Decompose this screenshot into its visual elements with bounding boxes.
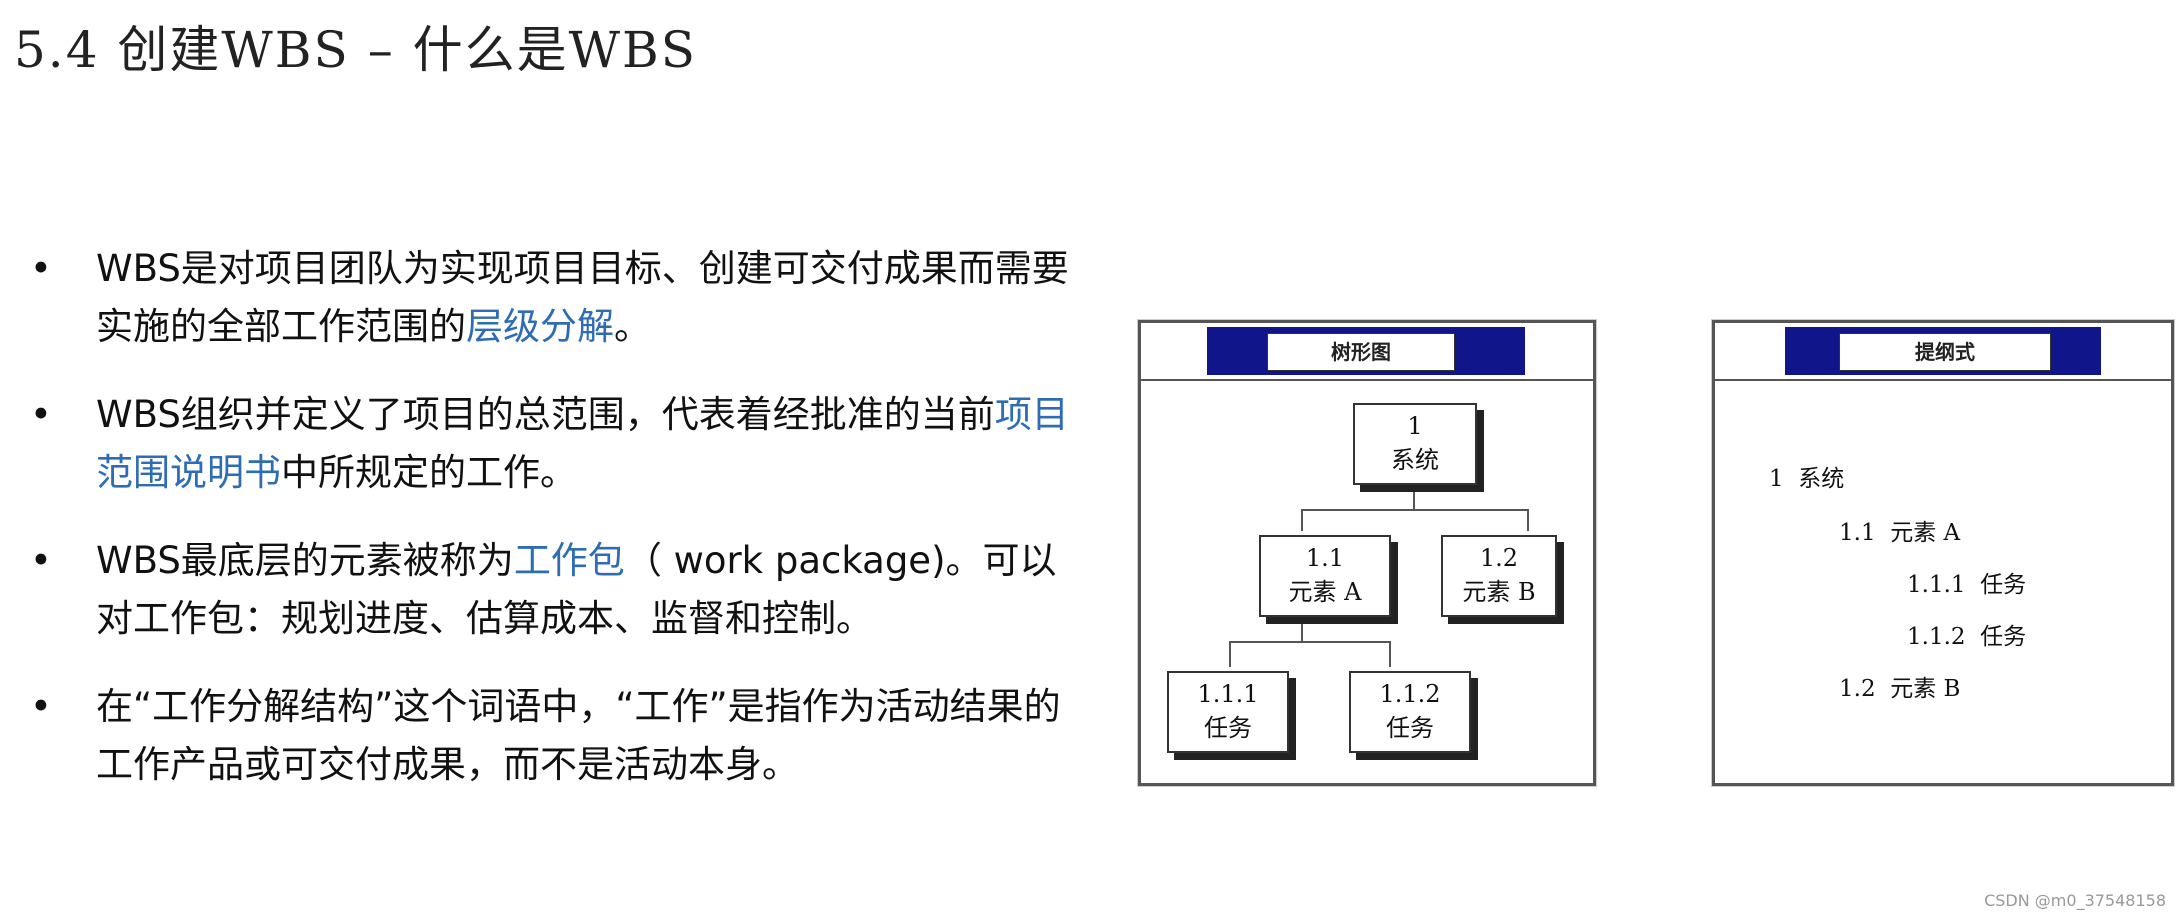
bullet-text-part: 。 (614, 305, 651, 348)
tree-node-task-1: 1.1.1 任务 (1167, 671, 1289, 753)
connector-line (1301, 509, 1303, 531)
node-number: 1.1.1 (1197, 680, 1259, 708)
outline-panel: 提纲式 1 系统 1.1 元素 A 1.1.1 任务 1.1.2 任务 1.2 … (1712, 320, 2174, 786)
slide-title: 5.4 创建WBS – 什么是WBS (14, 21, 697, 79)
bullet-list: • WBS是对项目团队为实现项目目标、创建可交付成果而需要实施的全部工作范围的层级… (30, 240, 1080, 824)
panel-header: 提纲式 (1715, 323, 2171, 381)
node-name: 元素 B (1462, 578, 1536, 606)
tree-node-root: 1 系统 (1353, 403, 1477, 485)
node-number: 1.2 (1479, 544, 1519, 572)
bullet-text: WBS是对项目团队为实现项目目标、创建可交付成果而需要实施的全部工作范围的层级分… (96, 247, 1069, 348)
bullet-item: • WBS组织并定义了项目的总范围，代表着经批准的当前项目范围说明书中所规定的工作… (30, 386, 1080, 502)
bullet-dot-icon: • (30, 685, 52, 728)
bullet-text-part: WBS最底层的元素被称为 (96, 539, 514, 582)
tree-node-element-a: 1.1 元素 A (1259, 535, 1391, 617)
bullet-text-part: 在“工作分解结构”这个词语中，“工作”是指作为活动结果的工作产品或可交付成果，而… (96, 685, 1061, 786)
outline-line: 1 系统 (1769, 466, 1845, 492)
bullet-text-part: 中所规定的工作。 (281, 451, 577, 494)
node-number: 1.1.2 (1379, 680, 1441, 708)
bullet-text-part: WBS是对项目团队为实现项目目标、创建可交付成果而需要实施的全部工作范围的 (96, 247, 1069, 348)
bullet-highlight: 层级分解 (466, 305, 614, 348)
panel-label: 树形图 (1267, 333, 1455, 371)
node-name: 任务 (1386, 714, 1434, 742)
connector-line (1229, 641, 1389, 643)
connector-line (1301, 509, 1527, 511)
outline-line: 1.1.2 任务 (1907, 624, 2027, 650)
bullet-highlight: 工作包 (513, 539, 625, 582)
tree-diagram-panel: 树形图 1 系统 1.1 元素 A 1.2 元素 B 1.1.1 任务 1.1.… (1138, 320, 1596, 786)
connector-line (1413, 485, 1415, 509)
panel-label: 提纲式 (1839, 333, 2051, 371)
bullet-item: • WBS最底层的元素被称为工作包（ work package)。可以对工作包：规… (30, 532, 1080, 648)
bullet-dot-icon: • (30, 393, 52, 436)
outline-line: 1.1.1 任务 (1907, 572, 2027, 598)
node-name: 元素 A (1288, 578, 1362, 606)
bullet-item: • 在“工作分解结构”这个词语中，“工作”是指作为活动结果的工作产品或可交付成果，… (30, 678, 1080, 794)
outline-line: 1.2 元素 B (1839, 676, 1961, 702)
bullet-text: 在“工作分解结构”这个词语中，“工作”是指作为活动结果的工作产品或可交付成果，而… (96, 685, 1061, 786)
node-number: 1 (1407, 412, 1423, 440)
bullet-dot-icon: • (30, 539, 52, 582)
bullet-text: WBS组织并定义了项目的总范围，代表着经批准的当前项目范围说明书中所规定的工作。 (96, 393, 1069, 494)
bullet-highlight: 项目范围说明书 (96, 393, 1069, 494)
bullet-text-part: WBS组织并定义了项目的总范围，代表着经批准的当前 (96, 393, 995, 436)
node-name: 系统 (1391, 446, 1439, 474)
tree-node-element-b: 1.2 元素 B (1441, 535, 1557, 617)
panel-header: 树形图 (1141, 323, 1593, 381)
bullet-text-part: （ work package)。可以对工作包：规划进度、估算成本、监督和控制。 (96, 539, 1057, 640)
outline-line: 1.1 元素 A (1839, 520, 1961, 546)
bullet-item: • WBS是对项目团队为实现项目目标、创建可交付成果而需要实施的全部工作范围的层级… (30, 240, 1080, 356)
bullet-text: WBS最底层的元素被称为工作包（ work package)。可以对工作包：规划… (96, 539, 1057, 640)
tree-node-task-2: 1.1.2 任务 (1349, 671, 1471, 753)
connector-line (1229, 641, 1231, 667)
bullet-dot-icon: • (30, 247, 52, 290)
watermark: CSDN @m0_37548158 (1984, 891, 2166, 910)
connector-line (1301, 617, 1303, 641)
connector-line (1527, 509, 1529, 531)
node-name: 任务 (1204, 714, 1252, 742)
connector-line (1389, 641, 1391, 667)
node-number: 1.1 (1305, 544, 1345, 572)
